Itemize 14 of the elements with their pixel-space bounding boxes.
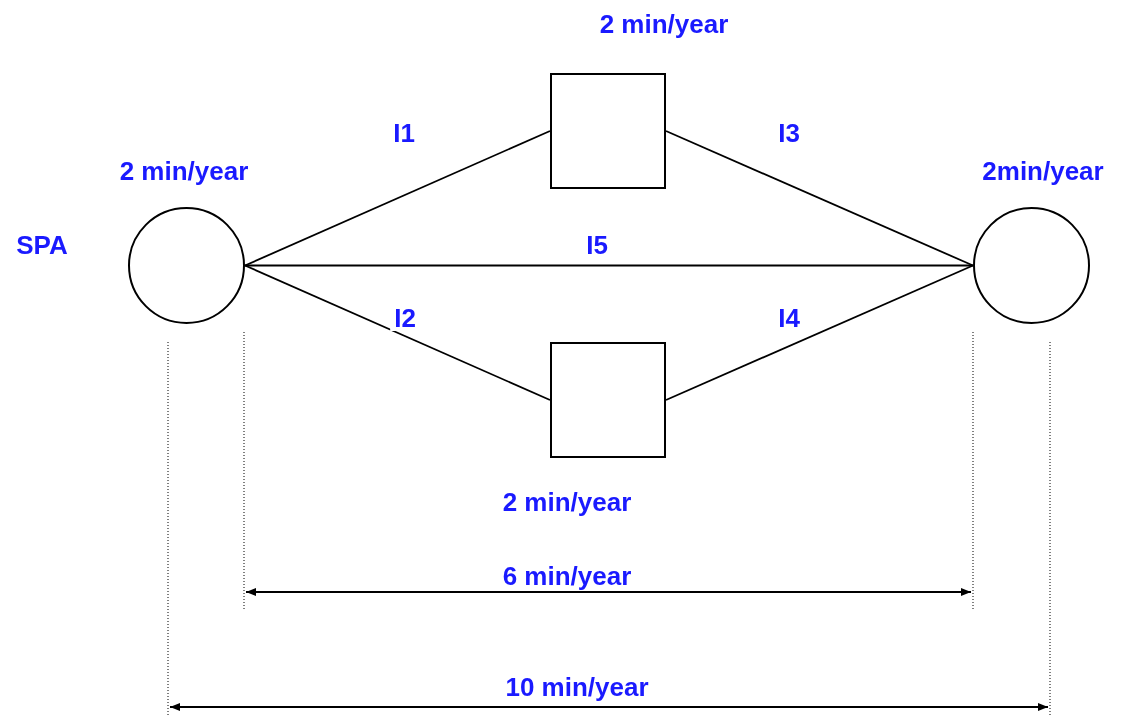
connector-line xyxy=(244,130,551,267)
node-annotation: 2 min/year xyxy=(599,11,729,37)
node-annotation: 2 min/year xyxy=(119,158,249,184)
square-node xyxy=(550,342,666,458)
square-node xyxy=(550,73,666,189)
connector-line xyxy=(665,130,974,267)
connector-line xyxy=(244,264,551,401)
connector-line xyxy=(244,264,974,267)
node-annotation: SPA xyxy=(16,232,68,258)
dimension-label: 6 min/year xyxy=(502,563,632,589)
node-annotation: 2min/year xyxy=(982,158,1104,184)
dimension-label: 10 min/year xyxy=(505,674,649,700)
connector-line xyxy=(665,264,974,401)
node-annotation: 2 min/year xyxy=(502,489,632,515)
